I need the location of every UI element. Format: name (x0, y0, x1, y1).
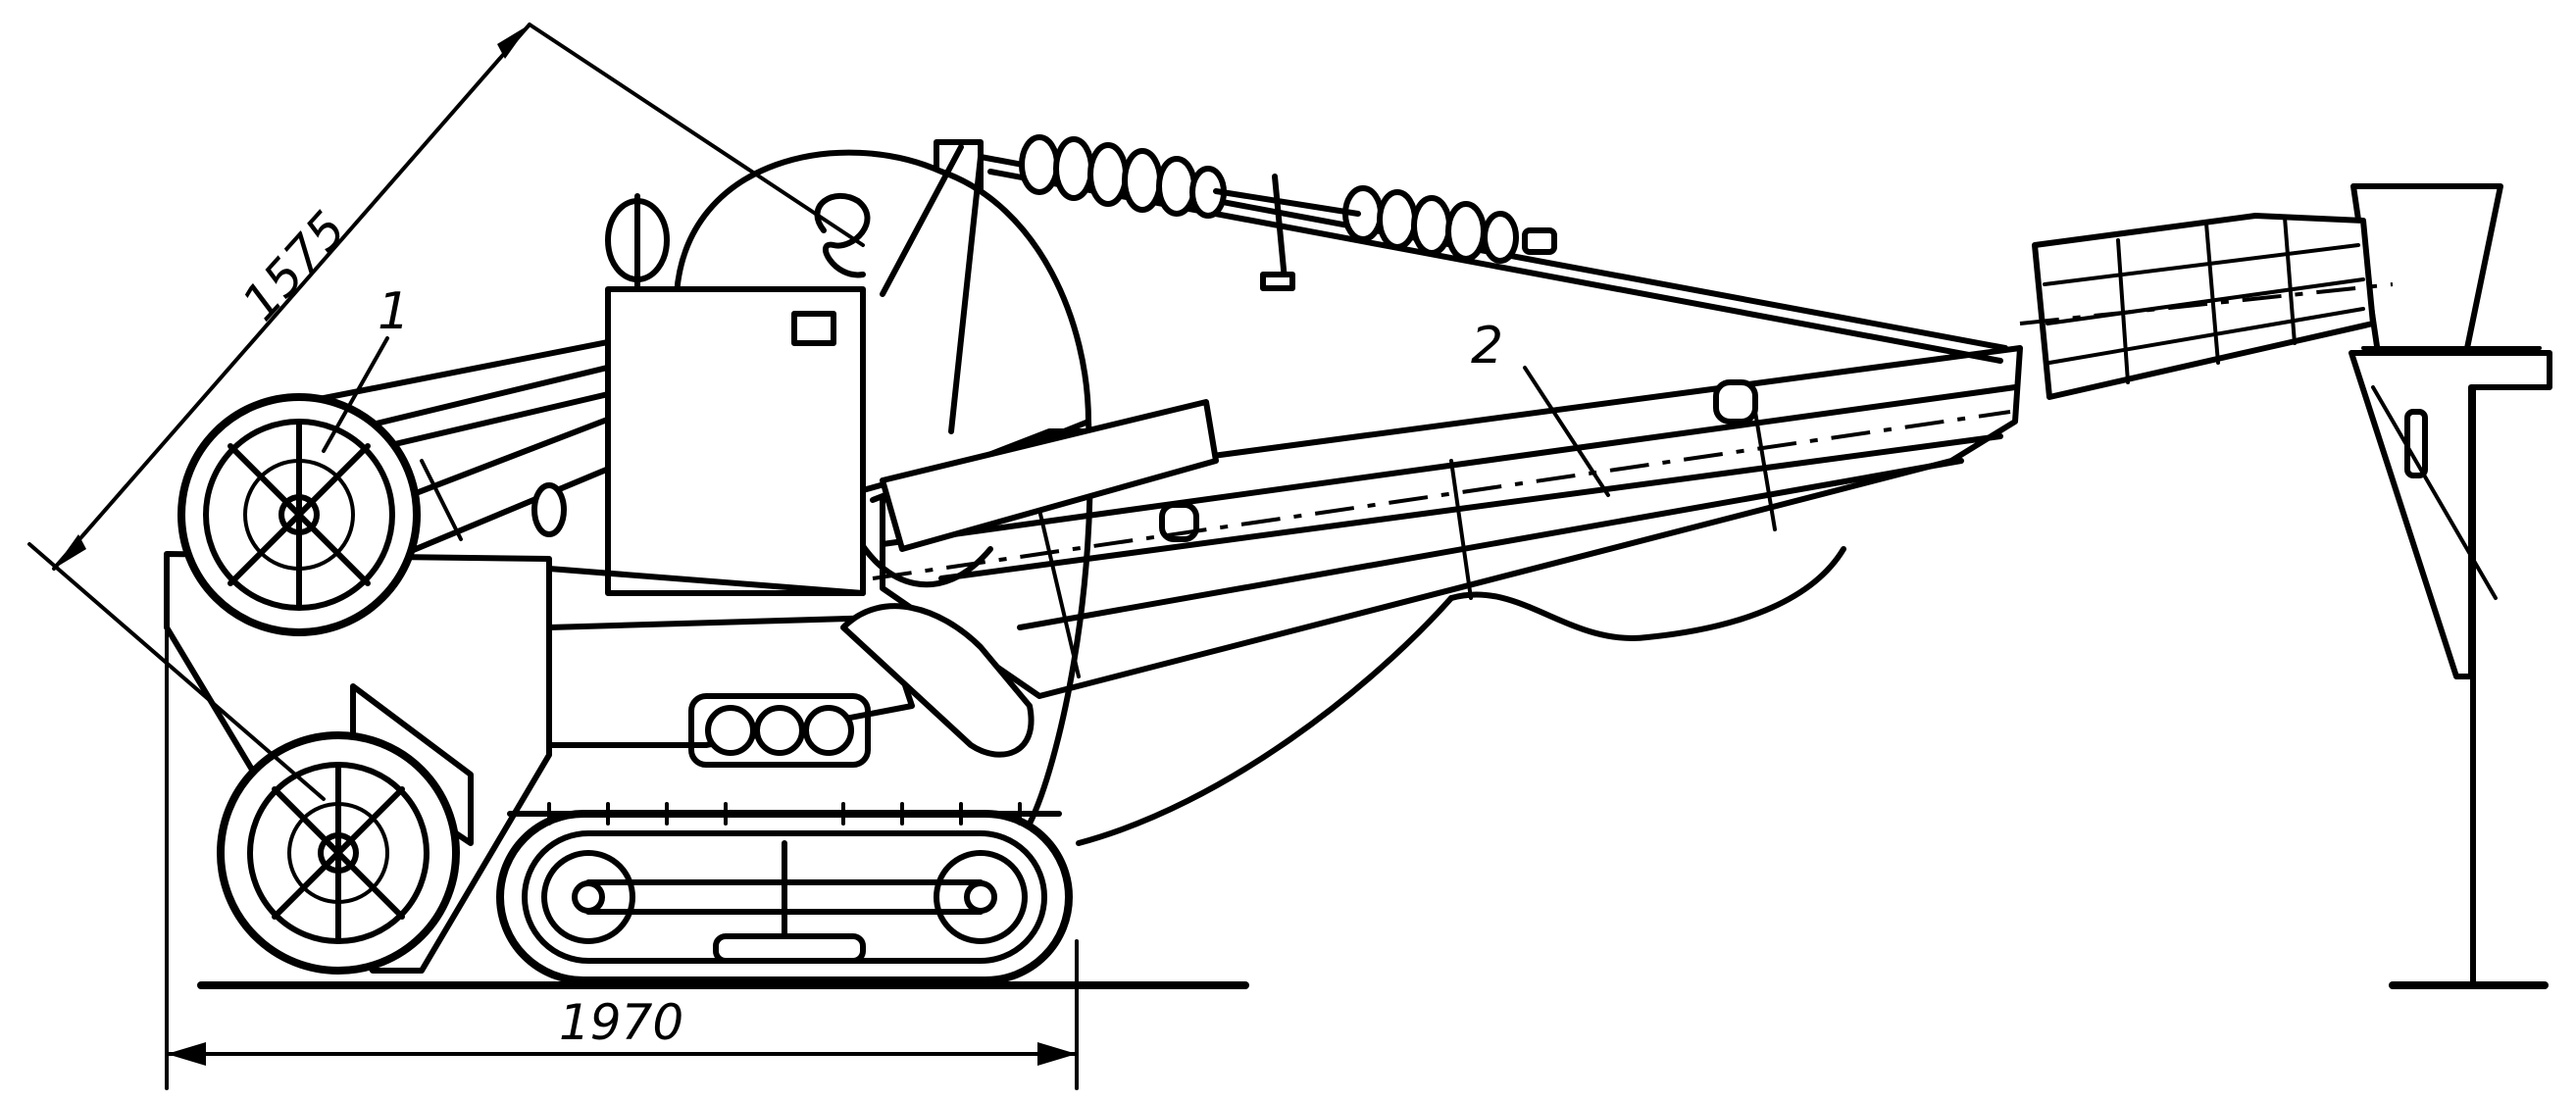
callout-label-1: 1 (378, 282, 410, 341)
conveyor-boom (872, 345, 2023, 699)
receiving-stand (2349, 183, 2552, 988)
crawler-track (496, 802, 1073, 984)
callout-label-2: 2 (1471, 317, 1503, 375)
hook-lever (814, 144, 984, 434)
tie-rod (934, 134, 2008, 364)
spring-2 (1342, 185, 1519, 264)
upper-wheel (177, 393, 421, 636)
feeder-chute (840, 399, 1219, 758)
dimension-1575: 1575 (231, 201, 357, 331)
gear-train (688, 693, 871, 768)
callout-1: 1 (322, 282, 410, 453)
spring-1 (1019, 134, 1227, 219)
lower-wheel (217, 731, 460, 975)
dimension-horizontal: 1970 (165, 557, 1079, 1090)
control-cabinet (531, 193, 866, 596)
callout-2: 2 (1471, 317, 1610, 497)
dimension-1970: 1970 (559, 994, 683, 1051)
drum-screen (2019, 213, 2394, 400)
